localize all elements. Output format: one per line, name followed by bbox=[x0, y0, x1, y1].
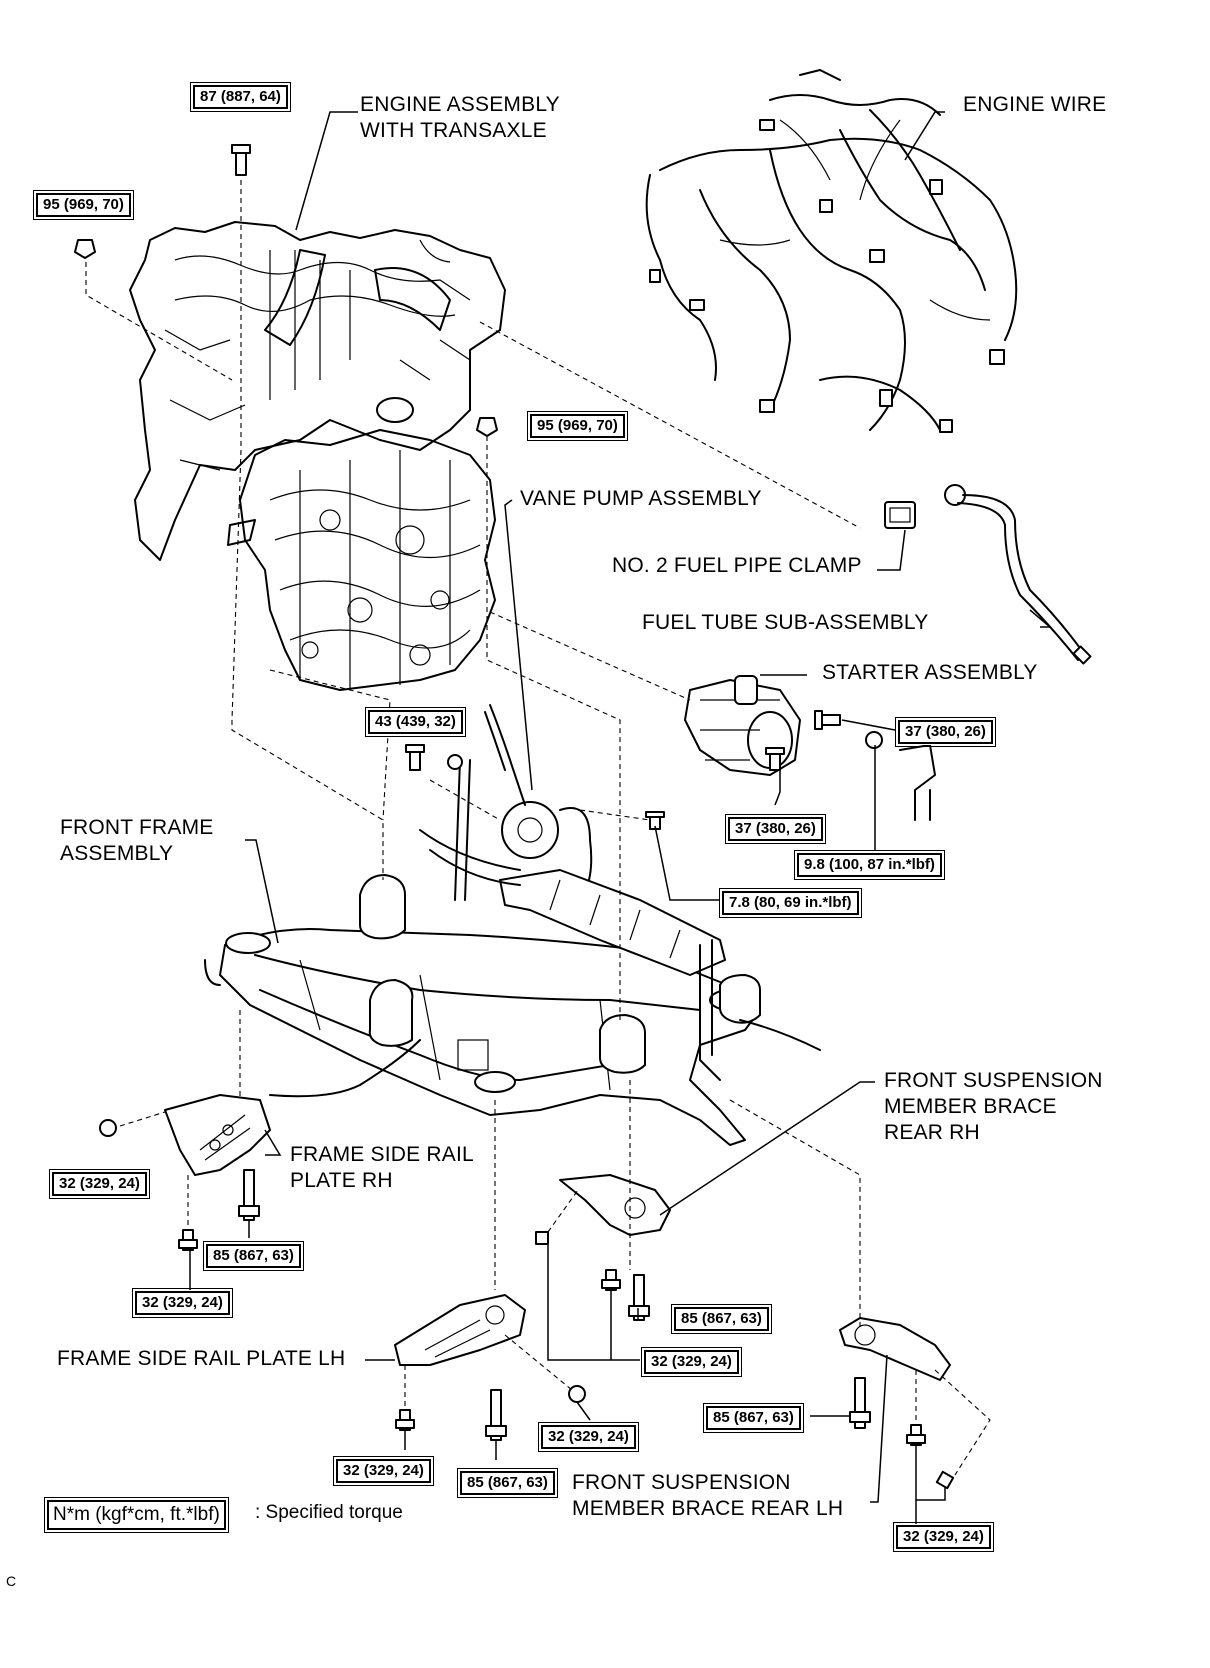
legend-specified-torque-text: : Specified torque bbox=[255, 1502, 403, 1523]
torque-box-starter-bolt-a: 37 (380, 26) bbox=[895, 717, 996, 747]
torque-box-engine-mount-bolt: 87 (887, 64) bbox=[190, 82, 291, 112]
label-brace-rear-lh-line2: MEMBER BRACE REAR LH bbox=[572, 1497, 844, 1520]
label-front-frame-line2: ASSEMBLY bbox=[60, 842, 174, 865]
engine-assembly-drawing bbox=[129, 221, 506, 691]
vane-pump-drawing bbox=[447, 704, 593, 901]
label-no2-fuel-pipe-clamp: NO. 2 FUEL PIPE CLAMP bbox=[612, 554, 862, 577]
label-fuel-tube-sub-assembly: FUEL TUBE SUB-ASSEMBLY bbox=[642, 611, 929, 634]
label-frame-side-rail-plate-lh: FRAME SIDE RAIL PLATE LH bbox=[57, 1347, 346, 1370]
front-frame-drawing bbox=[204, 829, 821, 1146]
label-vane-pump-assembly: VANE PUMP ASSEMBLY bbox=[520, 487, 762, 510]
torque-box-rh-plate-nut: 32 (329, 24) bbox=[49, 1169, 150, 1199]
alignment-dashed-lines bbox=[85, 180, 991, 1476]
torque-box-rh-plate-long-bolt: 85 (867, 63) bbox=[203, 1241, 304, 1271]
label-brace-rear-rh-line2: MEMBER BRACE bbox=[884, 1095, 1057, 1118]
torque-box-starter-nut: 9.8 (100, 87 in.*lbf) bbox=[794, 850, 945, 880]
torque-box-lh-plate-long-bolt: 85 (867, 63) bbox=[457, 1468, 558, 1498]
torque-box-lh-plate-nut: 32 (329, 24) bbox=[538, 1422, 639, 1452]
fuel-parts-drawing bbox=[884, 484, 1092, 665]
label-engine-assembly-line2: WITH TRANSAXLE bbox=[360, 119, 547, 142]
torque-box-starter-bolt-b: 37 (380, 26) bbox=[725, 814, 826, 844]
label-brace-rear-lh-line1: FRONT SUSPENSION bbox=[572, 1471, 791, 1494]
label-starter-assembly: STARTER ASSEMBLY bbox=[822, 661, 1038, 684]
torque-box-pump-bolt-small: 7.8 (80, 69 in.*lbf) bbox=[719, 888, 862, 918]
leader-lines bbox=[189, 111, 1053, 1525]
torque-box-brace-rh-bolt: 32 (329, 24) bbox=[641, 1347, 742, 1377]
fasteners bbox=[74, 144, 926, 1446]
torque-box-brace-lh-long-bolt: 85 (867, 63) bbox=[703, 1403, 804, 1433]
label-frame-side-rail-rh-line1: FRAME SIDE RAIL bbox=[290, 1143, 474, 1166]
legend-torque-units-box: N*m (kgf*cm, ft.*lbf) bbox=[44, 1497, 229, 1533]
label-brace-rear-rh-line3: REAR RH bbox=[884, 1121, 980, 1144]
torque-box-rh-plate-bolt: 32 (329, 24) bbox=[132, 1288, 233, 1318]
label-engine-wire: ENGINE WIRE bbox=[963, 93, 1107, 116]
torque-box-vane-pump-bolt: 43 (439, 32) bbox=[365, 707, 466, 737]
frame-side-rail-plate-lh-drawing bbox=[394, 1294, 586, 1403]
engine-wire-harness-drawing bbox=[645, 69, 1018, 433]
torque-box-brace-lh-bolt: 32 (329, 24) bbox=[893, 1522, 994, 1552]
label-front-frame-line1: FRONT FRAME bbox=[60, 816, 214, 839]
frame-side-rail-plate-rh-drawing bbox=[99, 1094, 271, 1176]
torque-box-engine-nut-mid: 95 (969, 70) bbox=[527, 411, 628, 441]
torque-box-engine-nut-left: 95 (969, 70) bbox=[33, 190, 134, 220]
starter-drawing bbox=[684, 675, 936, 821]
torque-box-brace-rh-long-bolt: 85 (867, 63) bbox=[671, 1304, 772, 1334]
brace-rear-rh-drawing bbox=[535, 1174, 671, 1245]
brace-rear-lh-drawing bbox=[839, 1317, 955, 1490]
label-engine-assembly-line1: ENGINE ASSEMBLY bbox=[360, 93, 560, 116]
label-brace-rear-rh-line1: FRONT SUSPENSION bbox=[884, 1069, 1103, 1092]
label-frame-side-rail-rh-line2: PLATE RH bbox=[290, 1169, 393, 1192]
corner-mark: C bbox=[6, 1573, 17, 1589]
torque-box-lh-plate-bolt: 32 (329, 24) bbox=[333, 1456, 434, 1486]
